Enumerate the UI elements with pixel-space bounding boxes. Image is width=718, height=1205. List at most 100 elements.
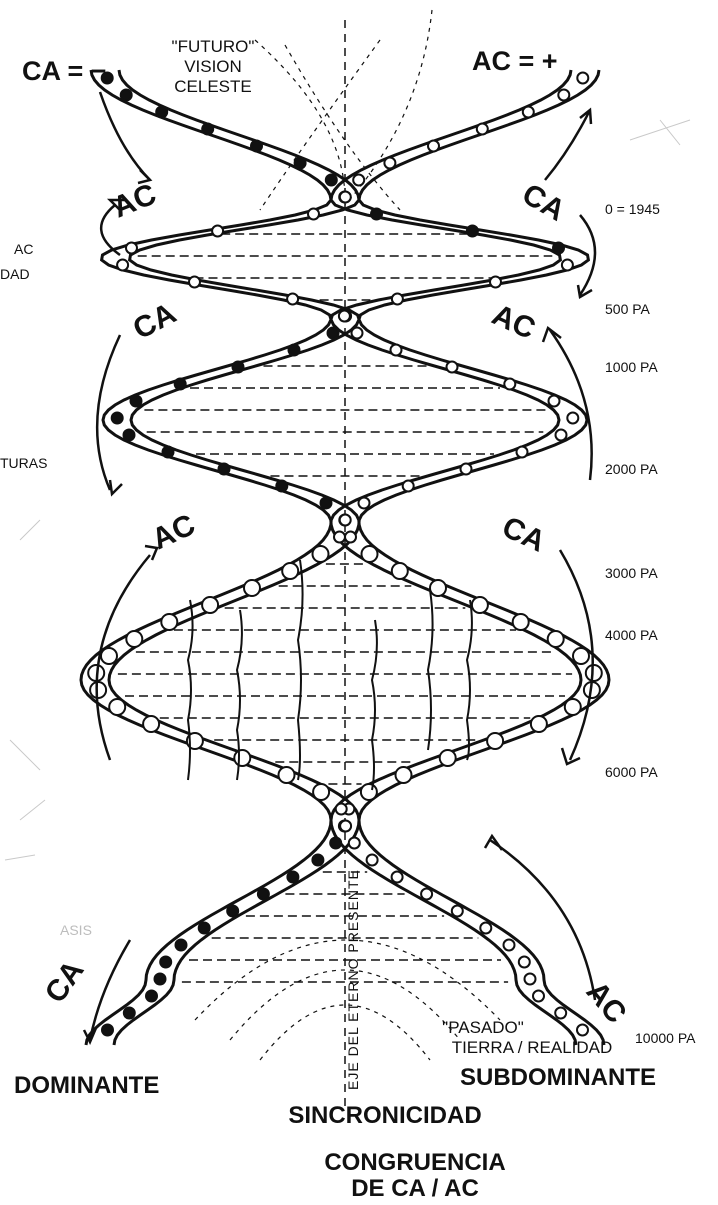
strand-b-bead [523, 107, 534, 118]
strand-b-bead [340, 821, 351, 832]
strand-a-bead [565, 699, 581, 715]
strand-a-bead [362, 546, 378, 562]
strand-a-bead [573, 648, 589, 664]
timeline-label: 10000 PA [635, 1030, 696, 1046]
strand-a-bead [199, 923, 210, 934]
strand-b-bead [391, 345, 402, 356]
strand-b-bead [234, 750, 250, 766]
synchronicity-label: SINCRONICIDAD [288, 1102, 481, 1129]
strand-b-bead [392, 872, 403, 883]
strand-a-bead [371, 209, 382, 220]
congruence-label: DE CA / AC [351, 1175, 479, 1202]
strand-b-bead [340, 192, 351, 203]
strand-b-bead [504, 379, 515, 390]
strand-a-bead [258, 889, 269, 900]
strand-b-bead [279, 767, 295, 783]
strand-b-bead [567, 413, 578, 424]
strand-a-bead [289, 345, 300, 356]
strand-a-bead [361, 784, 377, 800]
strand-b-bead [519, 957, 530, 968]
strand-b-bead [421, 889, 432, 900]
strand-b-bead [339, 311, 350, 322]
strand-a-bead [124, 430, 135, 441]
timeline-label: 0 = 1945 [605, 201, 660, 217]
future-line: CELESTE [174, 77, 251, 96]
strand-a-bead [487, 733, 503, 749]
strand-b-bead [126, 243, 137, 254]
strand-a-bead [251, 141, 262, 152]
strand-a-bead [160, 957, 171, 968]
strand-a-bead [513, 614, 529, 630]
strand-b-bead [556, 430, 567, 441]
strand-b-bead [504, 940, 515, 951]
strand-b-bead [452, 906, 463, 917]
strand-a-bead [430, 580, 446, 596]
strand-b-bead [477, 124, 488, 135]
strand-b-bead [308, 209, 319, 220]
strand-b-bead [349, 838, 360, 849]
timeline-label: 2000 PA [605, 461, 658, 477]
strand-a-bead [392, 563, 408, 579]
strand-a-bead [287, 872, 298, 883]
strand-a-bead [102, 1025, 113, 1036]
strand-a-bead [345, 532, 356, 543]
strand-b-bead [313, 784, 329, 800]
strand-a-bead [219, 464, 230, 475]
strand-b-bead [336, 804, 347, 815]
strand-b-bead [161, 614, 177, 630]
strand-a-bead [124, 1008, 135, 1019]
past-line: "PASADO" [442, 1018, 524, 1037]
strand-b-bead [577, 1025, 588, 1036]
strand-b-bead [212, 226, 223, 237]
strand-a-bead [396, 767, 412, 783]
helix-label: AC [487, 298, 540, 346]
strand-b-bead [244, 580, 260, 596]
strand-a-bead [121, 90, 132, 101]
timeline: 0 = 1945 500 PA 1000 PA 2000 PA 3000 PA … [605, 201, 696, 1046]
strand-b-bead [447, 362, 458, 373]
helix-label: CA [39, 955, 91, 1009]
strand-b-bead [287, 294, 298, 305]
strand-b-bead [517, 447, 528, 458]
strand-b-bead [353, 175, 364, 186]
strand-b-bead [202, 597, 218, 613]
subdominant-label: SUBDOMINANTE [460, 1064, 656, 1091]
axis-label: EJE DEL ETERNO PRESENTE [345, 869, 361, 1090]
strand-b-bead [480, 923, 491, 934]
strand-a-bead [472, 597, 488, 613]
timeline-label: 3000 PA [605, 565, 658, 581]
strand-b-bead [555, 1008, 566, 1019]
strand-b-bead [533, 991, 544, 1002]
past-line: TIERRA / REALIDAD [452, 1038, 613, 1057]
strand-b-bead [549, 396, 560, 407]
helix-label: AC [147, 508, 200, 556]
strand-a-bead [548, 631, 564, 647]
strand-b-bead [101, 648, 117, 664]
strand-a-bead [553, 243, 564, 254]
strand-a-bead [295, 158, 306, 169]
strand-b-bead [367, 855, 378, 866]
strand-a-bead [155, 974, 166, 985]
strand-b-bead [577, 73, 588, 84]
strand-a-bead [227, 906, 238, 917]
helix-label: CA [517, 177, 571, 227]
strand-b-bead [525, 974, 536, 985]
strand-b-bead [109, 699, 125, 715]
faded-text: ASIS [60, 922, 92, 938]
strand-a-edge [86, 70, 581, 1045]
strand-a-bead [321, 498, 332, 509]
strand-a-bead [312, 855, 323, 866]
strand-b-bead [428, 141, 439, 152]
strand-b-bead [117, 260, 128, 271]
left-margin-text: TURAS [0, 455, 47, 471]
timeline-label: 500 PA [605, 301, 651, 317]
left-margin-text: AC [14, 241, 33, 257]
strand-b-bead [384, 158, 395, 169]
timeline-label: 1000 PA [605, 359, 658, 375]
strand-b-bead [461, 464, 472, 475]
strand-b-bead [126, 631, 142, 647]
strand-b-bead [359, 498, 370, 509]
helix-label: CA [128, 297, 182, 346]
strand-a-bead [531, 716, 547, 732]
